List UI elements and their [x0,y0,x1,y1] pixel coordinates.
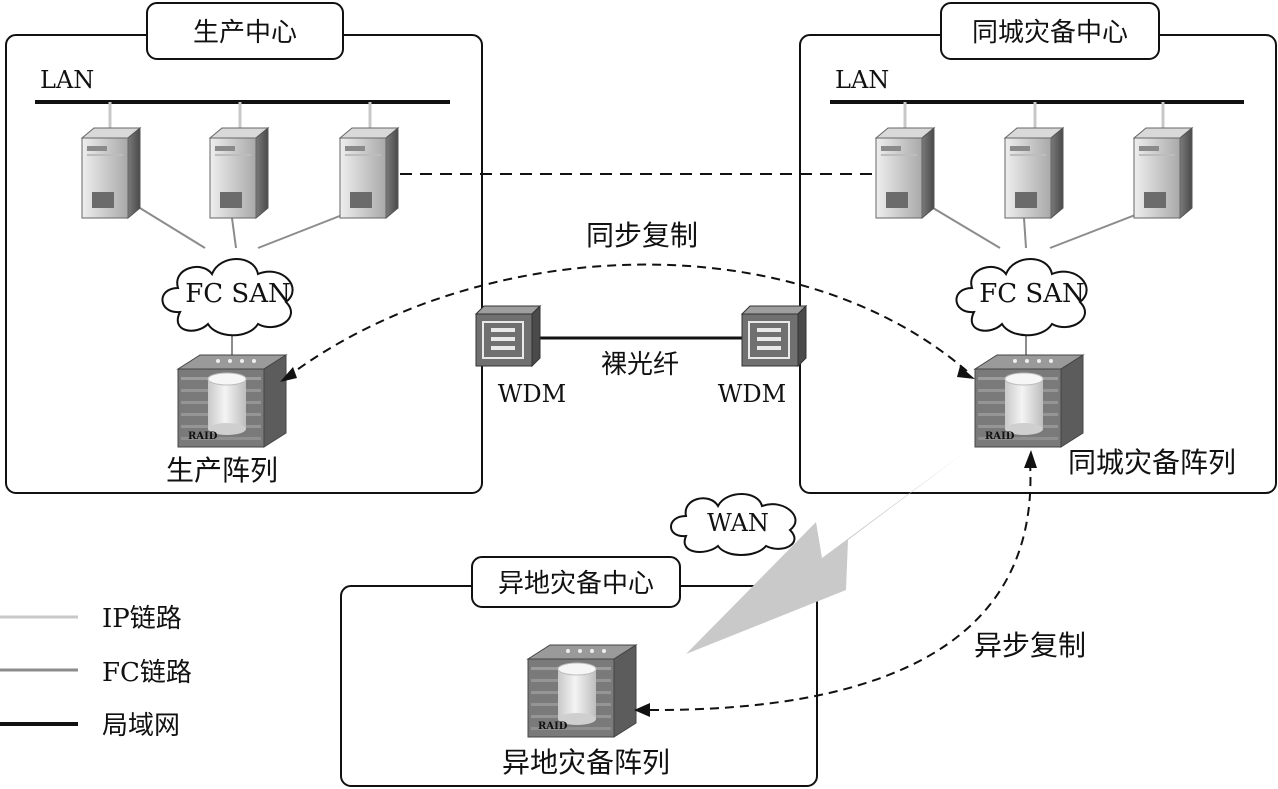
wan-lightning-bolt [686,452,965,654]
production-array-label: 生产阵列 [166,454,278,487]
production-lan-label: LAN [40,66,94,94]
remote-dr-title: 异地灾备中心 [498,569,654,599]
remote-dr-array-label: 异地灾备阵列 [502,746,670,779]
local-dr-fc-san-cloud: FC SAN [955,258,1088,337]
async-arrowhead-bottom [634,703,650,717]
async-replication-label: 异步复制 [974,629,1086,662]
wdm-right-device [741,305,807,367]
production-fc-san-cloud: FC SAN [161,258,294,337]
local-dr-fc-san-label: FC SAN [979,279,1085,309]
local-dr-server-1 [875,127,935,219]
local-dr-raid-tag: RAID [985,431,1015,442]
sync-arrowhead-right [957,366,975,379]
local-dr-title: 同城灾备中心 [972,18,1128,48]
remote-dr-raid-tag: RAID [538,721,568,732]
production-server-1 [81,127,141,219]
production-server-3 [339,127,399,219]
sync-replication-arc [285,263,969,379]
legend-fc-link-label: FC链路 [102,658,192,688]
remote-dr-title-tag: 异地灾备中心 [471,556,681,608]
production-title: 生产中心 [193,18,297,48]
local-dr-server-2 [1004,127,1064,219]
production-server-2 [209,127,269,219]
production-raid-array: RAID [177,354,287,448]
local-dr-server-3 [1133,127,1193,219]
local-dr-title-tag: 同城灾备中心 [940,2,1160,60]
async-arrowhead-top [1024,450,1037,468]
wdm-right-label: WDM [718,380,786,408]
local-dr-array-label: 同城灾备阵列 [1068,446,1236,479]
legend-ip-link-label: IP链路 [102,604,182,634]
production-title-tag: 生产中心 [146,2,344,60]
dark-fiber-label: 裸光纤 [601,350,679,380]
production-fc-san-label: FC SAN [185,279,291,309]
async-replication-arc [643,461,1032,712]
sync-replication-label: 同步复制 [586,219,698,252]
legend: IP链路 FC链路 局域网 [0,604,192,741]
remote-dr-raid-array: RAID [527,644,637,738]
local-dr-ip-links [903,102,1165,132]
wan-label: WAN [707,509,769,537]
wan-cloud: WAN [670,493,797,556]
sync-arrowhead-left [280,367,297,382]
wdm-left-label: WDM [498,380,566,408]
local-dr-lan-label: LAN [835,66,889,94]
production-raid-tag: RAID [188,431,218,442]
production-ip-links [108,102,372,132]
local-dr-raid-array: RAID [974,354,1084,448]
wdm-left-device [475,305,541,367]
legend-lan-label: 局域网 [102,711,180,741]
